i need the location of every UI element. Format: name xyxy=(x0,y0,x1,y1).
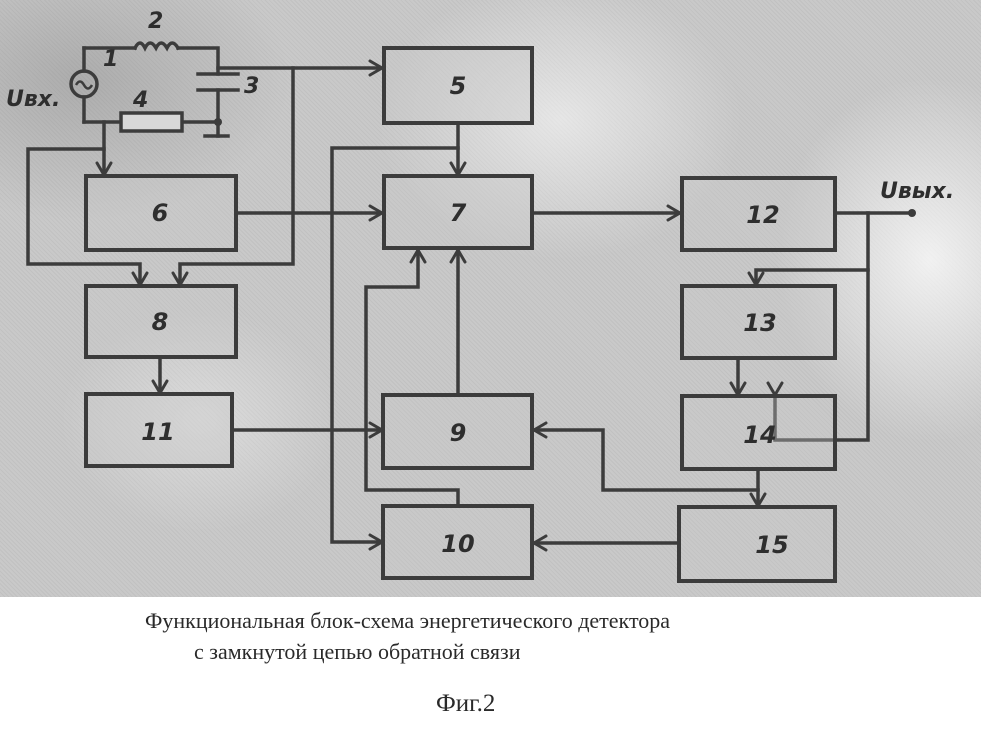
block-label: 13 xyxy=(743,309,776,337)
resistor-label: 4 xyxy=(132,88,148,113)
block-7: 7 xyxy=(382,174,534,250)
block-13: 13 xyxy=(680,284,837,360)
output-terminal xyxy=(908,209,916,217)
block-label: 11 xyxy=(141,418,174,446)
block-label: 7 xyxy=(450,199,467,227)
wire-12-to-13 xyxy=(754,268,870,286)
wire-circuit-to-8a xyxy=(26,147,142,286)
output-voltage-label: Uвых. xyxy=(880,179,954,204)
wire-12-to-14 xyxy=(773,211,870,442)
ac-source-icon xyxy=(69,69,99,99)
block-label: 12 xyxy=(746,201,779,229)
arrow-head xyxy=(766,381,784,397)
wire-10-to-7 xyxy=(364,249,460,508)
capacitor-icon xyxy=(196,72,240,92)
capacitor-label: 3 xyxy=(244,74,259,99)
inductor-label: 2 xyxy=(148,9,163,34)
resistor-icon xyxy=(119,111,184,133)
block-5: 5 xyxy=(382,46,534,125)
block-diagram: 1 2 3 4 Uвх. xyxy=(6,9,954,583)
sine-wave-icon xyxy=(74,80,94,90)
caption-line-2: с замкнутой цепью обратной связи xyxy=(194,639,521,664)
connections xyxy=(26,59,916,552)
block-6: 6 xyxy=(84,174,238,252)
input-circuit: 1 2 3 4 Uвх. xyxy=(6,9,259,138)
block-12: 12 xyxy=(680,176,837,252)
block-9: 9 xyxy=(381,393,534,470)
input-voltage-label: Uвх. xyxy=(6,87,60,112)
wire-14-to-9 xyxy=(533,428,760,492)
block-label: 10 xyxy=(441,530,474,558)
block-14: 14 xyxy=(680,394,837,471)
caption-line-1: Функциональная блок-схема энергетическог… xyxy=(145,608,671,633)
block-label: 15 xyxy=(755,531,788,559)
block-label: 5 xyxy=(450,72,467,100)
source-label: 1 xyxy=(103,47,118,72)
block-label: 9 xyxy=(450,419,467,447)
block-8: 8 xyxy=(84,284,238,359)
block-10: 10 xyxy=(381,504,534,580)
block-11: 11 xyxy=(84,392,234,468)
figure-label: Фиг.2 xyxy=(436,690,496,717)
block-label: 6 xyxy=(152,199,169,227)
inductor-icon xyxy=(132,41,181,52)
top-wire xyxy=(82,46,220,76)
wire-5-to-10 xyxy=(330,146,460,544)
scanned-diagram-background xyxy=(0,0,981,597)
wire-circuit-to-8b xyxy=(178,66,295,286)
block-label: 8 xyxy=(152,308,169,336)
block-15: 15 xyxy=(677,505,837,583)
block-label: 14 xyxy=(743,421,776,449)
